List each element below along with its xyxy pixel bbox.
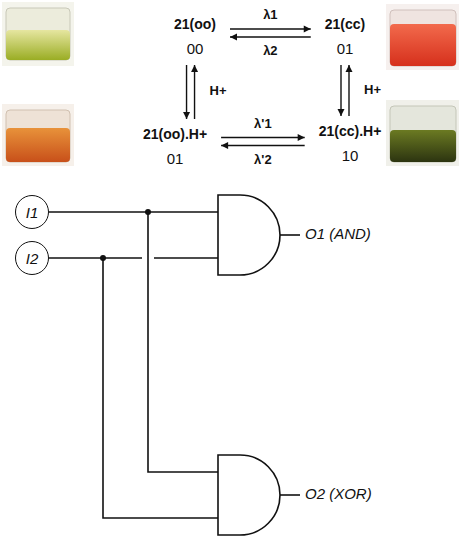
edge-label: λ2 (262, 43, 278, 58)
output-label: O2 (XOR) (305, 485, 372, 502)
equilibrium-arrow (338, 65, 345, 116)
logic-code: 01 (143, 149, 207, 169)
edge-label: λ1 (262, 7, 278, 22)
output-label: O1 (AND) (305, 225, 371, 242)
compound-name: 21(cc) (325, 15, 365, 33)
edge-label: H+ (209, 83, 228, 98)
equilibrium-arrow (230, 34, 311, 41)
equilibrium-arrow (221, 134, 305, 141)
compound-name: 21(oo) (174, 15, 216, 33)
compound-name: 21(cc).H+ (319, 122, 382, 140)
logic-code: 00 (174, 39, 216, 59)
logic-circuit (49, 195, 300, 535)
vial-photo (2, 2, 74, 66)
edge-label: λ'1 (253, 116, 273, 131)
edge-label: H+ (363, 82, 382, 97)
equilibrium-arrow (230, 26, 311, 33)
compound-name: 21(oo).H+ (143, 125, 207, 143)
state-node: 21(oo) 00 (170, 13, 220, 61)
equilibrium-arrow (346, 65, 353, 116)
logic-code: 01 (325, 39, 365, 59)
input-circle: I2 (15, 241, 49, 275)
input-name: I2 (26, 250, 39, 267)
input-circle: I1 (15, 195, 49, 229)
vial-photo (386, 100, 459, 166)
input-name: I1 (26, 204, 39, 221)
equilibrium-arrow (221, 142, 305, 149)
state-node: 21(cc) 01 (321, 13, 369, 61)
vial-photo (386, 4, 459, 70)
equilibrium-arrow (191, 65, 198, 119)
state-node: 21(oo).H+ 01 (139, 123, 211, 171)
state-node: 21(cc).H+ 10 (315, 120, 386, 168)
junction-dot (100, 255, 106, 261)
equilibrium-arrow (183, 65, 190, 119)
edge-label: λ'2 (253, 152, 273, 167)
logic-code: 10 (319, 146, 382, 166)
junction-dot (145, 209, 151, 215)
vial-photo (2, 104, 74, 166)
